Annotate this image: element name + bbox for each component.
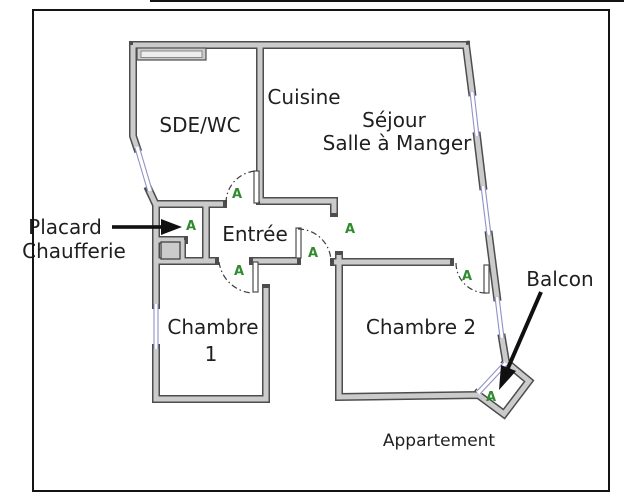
callout-appartement: Appartement bbox=[383, 431, 496, 451]
callout-balcon: Balcon bbox=[526, 267, 593, 291]
callout-chaufferie: Chaufferie bbox=[22, 239, 126, 263]
door-marker-chambre2: A bbox=[462, 269, 472, 284]
room-label-chambre1-line1: Chambre bbox=[167, 315, 258, 339]
door-swing-arcs bbox=[218, 170, 487, 294]
callout-placard: Placard bbox=[28, 215, 102, 239]
placard-arrow bbox=[112, 219, 182, 235]
wall-cabinet-panel bbox=[136, 47, 207, 61]
entree-door-leaf bbox=[295, 227, 302, 259]
chambre1-door-arc bbox=[218, 261, 253, 294]
door-marker-balcon: A bbox=[486, 390, 496, 405]
top-edge-bar bbox=[150, 0, 624, 2]
chambre2-door-leaf bbox=[483, 264, 490, 294]
wall-fill-layer bbox=[130, 42, 533, 418]
room-label-sejour: Séjour bbox=[362, 108, 426, 132]
door-marker-placard: A bbox=[186, 219, 196, 234]
door-marker-entree-sejour: A bbox=[308, 246, 318, 261]
door-marker-chambre1: A bbox=[234, 264, 244, 279]
room-label-salle-a-manger: Salle à Manger bbox=[323, 131, 473, 155]
room-label-cuisine: Cuisine bbox=[267, 85, 340, 109]
sde-wc-door-leaf bbox=[253, 170, 260, 204]
door-marker-sde-wc: A bbox=[232, 187, 242, 202]
chambre2-door-arc bbox=[455, 262, 487, 294]
window-glazing bbox=[134, 91, 508, 395]
room-label-chambre2: Chambre 2 bbox=[366, 315, 476, 339]
chaufferie-block bbox=[160, 241, 181, 260]
chambre1-door-leaf bbox=[252, 261, 259, 293]
room-label-entree: Entrée bbox=[222, 222, 288, 246]
door-marker-sejour: A bbox=[345, 222, 355, 237]
door-leaves bbox=[252, 170, 490, 294]
room-label-sde-wc: SDE/WC bbox=[159, 113, 240, 137]
sde-wc-door-arc bbox=[225, 170, 257, 204]
plan-border-frame bbox=[32, 9, 610, 492]
room-label-chambre1-line2: 1 bbox=[205, 342, 218, 366]
entree-sejour-door-arc bbox=[297, 228, 332, 263]
balcon-arrow bbox=[499, 291, 543, 390]
